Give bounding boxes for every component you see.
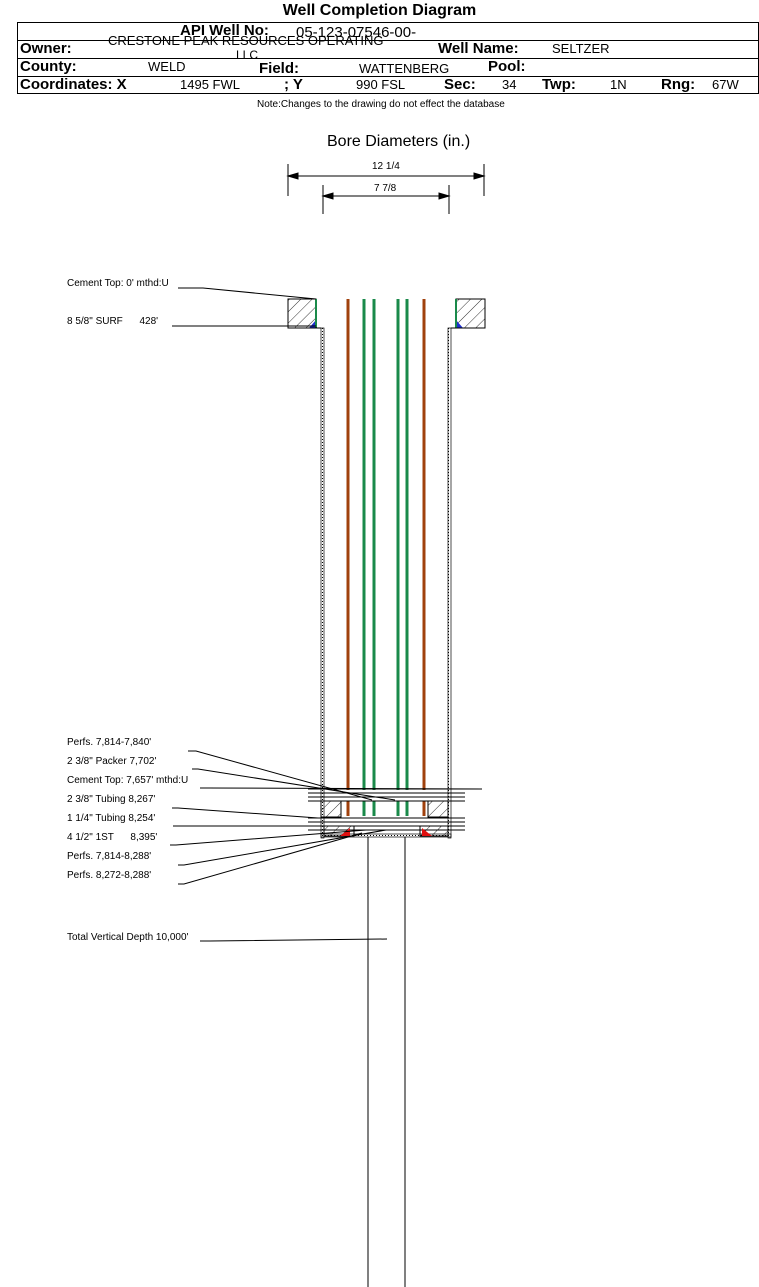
township-label: Twp:: [542, 76, 576, 93]
header-row-divider: [17, 40, 759, 41]
well-name-value: SELTZER: [552, 41, 610, 56]
annotation-tubing-1-1-4: 1 1/4" Tubing 8,254': [67, 813, 156, 824]
coordinates-label: Coordinates: X: [20, 76, 127, 93]
annotation-tubing-2-3-8: 2 3/8" Tubing 8,267': [67, 794, 156, 805]
bore-diameters-title: Bore Diameters (in.): [327, 133, 471, 150]
annotation-production-casing: 4 1/2" 1ST 8,395': [67, 832, 158, 843]
pool-label: Pool:: [488, 58, 526, 75]
api-value: 05-123-07546-00-: [296, 24, 417, 41]
field-label: Field:: [259, 60, 299, 77]
field-value: WATTENBERG: [359, 61, 450, 76]
api-label: API Well No:: [180, 22, 269, 39]
annotation-total-vertical-depth: Total Vertical Depth 10,000': [67, 932, 189, 943]
bore-diameter-outer: 12 1/4: [372, 161, 400, 172]
section-label: Sec:: [444, 76, 476, 93]
township-value: 1N: [610, 77, 627, 92]
header-row-divider: [17, 58, 759, 59]
bore-dimension-outer: [286, 164, 486, 196]
annotation-packer: 2 3/8" Packer 7,702': [67, 756, 157, 767]
annotation-perfs-lower: Perfs. 8,272-8,288': [67, 870, 152, 881]
tubing-strings: [346, 299, 426, 816]
y-coordinate-label: ; Y: [284, 76, 303, 93]
range-label: Rng:: [661, 76, 696, 93]
range-value: 67W: [712, 77, 739, 92]
x-coordinate-value: 1495 FWL: [180, 77, 240, 92]
perforation-right: [422, 828, 432, 836]
owner-value-continued: LLC: [236, 48, 259, 62]
annotation-cement-top-production: Cement Top: 7,657' mthd:U: [67, 775, 189, 786]
header-row-divider: [17, 76, 759, 77]
annotation-cement-top-surface: Cement Top: 0' mthd:U: [67, 278, 169, 289]
production-casing: [288, 327, 485, 839]
database-note: Note:Changes to the drawing do not effec…: [257, 99, 505, 110]
surface-cement-right: [455, 298, 486, 329]
annotation-perfs-upper: Perfs. 7,814-7,840': [67, 737, 152, 748]
diagram-title: Well Completion Diagram: [282, 2, 477, 19]
annotation-perfs-middle: Perfs. 7,814-8,288': [67, 851, 152, 862]
surface-cement-left: [287, 298, 317, 329]
section-value: 34: [502, 77, 517, 92]
owner-label: Owner:: [20, 40, 72, 57]
annotation-surface-casing: 8 5/8" SURF 428': [67, 316, 159, 327]
county-label: County:: [20, 58, 77, 75]
leader-lines: [170, 287, 483, 942]
y-coordinate-value: 990 FSL: [356, 77, 406, 92]
bore-dimension-inner: [321, 185, 451, 214]
packer-and-cement-bands: [308, 788, 482, 837]
owner-value: CRESTONE PEAK RESOURCES OPERATING: [108, 33, 384, 48]
well-name-label: Well Name:: [438, 40, 519, 57]
bore-diameter-inner: 7 7/8: [374, 183, 397, 194]
county-value: WELD: [148, 59, 186, 74]
